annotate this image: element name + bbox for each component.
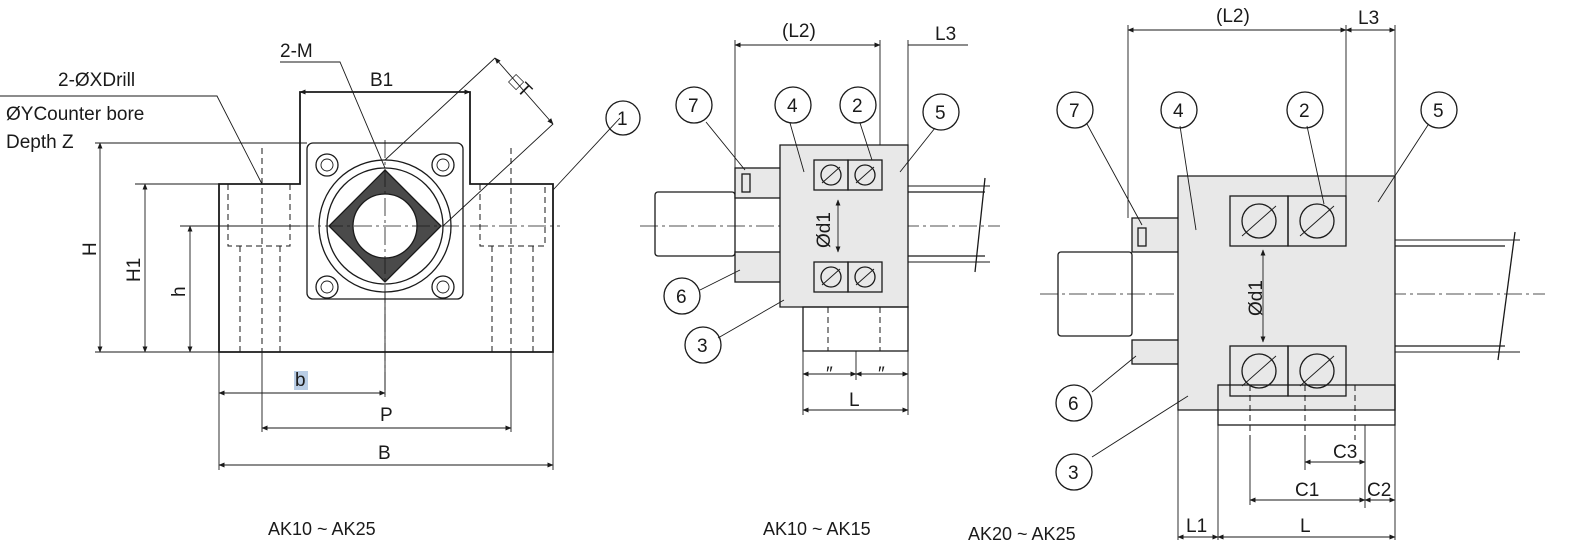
b-small-dimension-label: b (295, 370, 306, 391)
l3-dimension-label: L3 (1358, 8, 1379, 29)
c2-dimension-label: C2 (1367, 480, 1391, 501)
side-large-callout-3: 3 (1068, 463, 1079, 484)
callout-circle-1 (605, 100, 641, 136)
side-large-caption: AK20 ~ AK25 (968, 524, 1076, 544)
b1-dimension-label: B1 (370, 70, 393, 91)
d1-dimension-label: Ød1 (814, 212, 835, 248)
h-dimension-label: H (80, 242, 101, 256)
side-large-callout-4: 4 (1173, 101, 1184, 122)
l-dimension-label: L (849, 390, 860, 411)
front-view-caption: AK10 ~ AK25 (268, 519, 376, 539)
h-small-dimension-label: h (169, 286, 190, 297)
b-label-highlight (294, 371, 308, 390)
depth-label: Depth Z (6, 132, 74, 153)
drill-label: 2-ØXDrill (58, 70, 135, 91)
side-small-callout-5: 5 (935, 103, 946, 124)
front-view: 2-ØXDrill ØYCounter bore Depth Z 2-M B1 … (0, 41, 641, 539)
c3-dimension-label: C3 (1333, 442, 1357, 463)
c1-dimension-label: C1 (1295, 480, 1319, 501)
side-large-callout-7: 7 (1069, 101, 1080, 122)
side-small-view: (L2) L3 Ød1 ″ ″ L 7 4 2 5 6 3 AK10 ~ AK1… (640, 21, 1000, 539)
tick-label-a: ″ (826, 364, 833, 385)
side-small-caption: AK10 ~ AK15 (763, 519, 871, 539)
side-small-callout-4: 4 (787, 96, 798, 117)
tap-label: 2-M (280, 41, 313, 62)
side-large-callout-5: 5 (1433, 101, 1444, 122)
p-dimension-label: P (380, 405, 393, 426)
side-small-callout-2: 2 (852, 96, 863, 117)
l2-dimension-label: (L2) (782, 21, 816, 42)
side-large-callout-6: 6 (1068, 394, 1079, 415)
h1-dimension-label: H1 (124, 258, 145, 282)
side-small-callout-7: 7 (688, 96, 699, 117)
side-large-view: (L2) L3 Ød1 C3 C1 C2 L1 L 7 4 2 5 6 3 AK… (968, 6, 1545, 544)
side-small-callout-3: 3 (697, 336, 708, 357)
square-dimension-label: □T (504, 71, 535, 102)
tick-label-b: ″ (878, 364, 885, 385)
d1-dimension-label: Ød1 (1246, 280, 1267, 316)
l-dimension-label: L (1300, 516, 1311, 537)
l1-dimension-label: L1 (1186, 516, 1207, 537)
l3-dimension-label: L3 (935, 24, 956, 45)
front-callout-1: 1 (617, 109, 628, 130)
counter-bore-label: ØYCounter bore (6, 104, 144, 125)
side-small-callout-6: 6 (676, 287, 687, 308)
b-dimension-label: B (378, 443, 391, 464)
l2-dimension-label: (L2) (1216, 6, 1250, 27)
side-large-callout-2: 2 (1299, 101, 1310, 122)
